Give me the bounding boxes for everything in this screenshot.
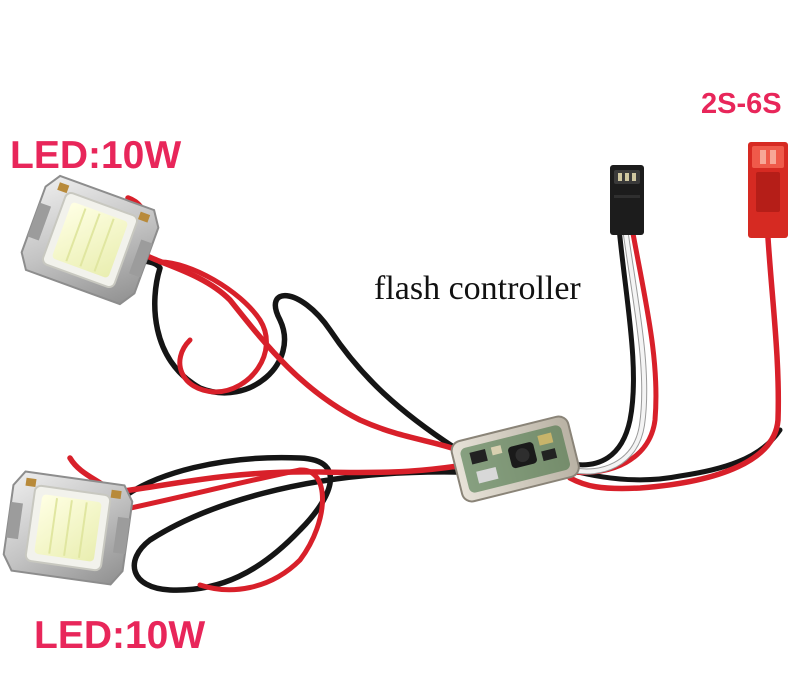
input-voltage-label: 2S-6S [701, 88, 782, 120]
flash-controller-board [450, 415, 580, 503]
signal-black-wire [569, 225, 636, 468]
signal-wires [569, 225, 648, 475]
top-led-module [20, 174, 160, 306]
red-wires [67, 195, 782, 593]
top-led-black-loop [85, 255, 458, 451]
bottom-led-red-loop [109, 467, 325, 593]
controller-label: flash controller [374, 270, 581, 307]
jst-power-connector [748, 142, 788, 238]
power-red-wire [567, 235, 782, 492]
bottom-led-black-loop [107, 454, 459, 593]
servo-connector [610, 165, 644, 235]
bottom-led-power-label: LED:10W [34, 614, 206, 657]
top-led-red-loop [157, 259, 269, 395]
bottom-led-module [2, 470, 134, 586]
top-led-power-label: LED:10W [10, 134, 182, 177]
